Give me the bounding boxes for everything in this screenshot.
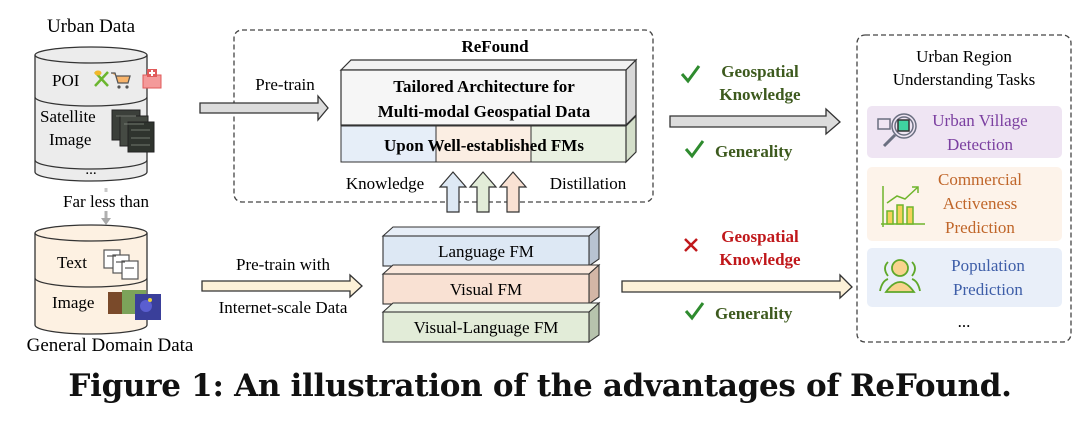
task-urban-village-line2: Detection <box>947 135 1014 154</box>
task-population: Population Prediction <box>867 248 1062 307</box>
check-icon <box>680 65 701 84</box>
tasks-title-line2: Understanding Tasks <box>893 70 1036 89</box>
refound-title: ReFound <box>461 37 529 56</box>
text-label: Text <box>57 253 87 272</box>
photo-stack <box>108 290 161 320</box>
tasks-title-line1: Urban Region <box>916 47 1012 66</box>
bottom-generality-label: Generality <box>715 304 793 323</box>
pretrain-with-label: Pre-train with <box>236 255 330 274</box>
foundation-models-label: Upon Well-established FMs <box>384 136 584 155</box>
up-arrow-visual <box>498 171 528 213</box>
urban-data-ellipsis: ... <box>85 162 96 178</box>
satellite-label-line2: Image <box>49 130 91 149</box>
bottom-geospatial-line2: Knowledge <box>719 250 801 269</box>
visual-fm-block <box>382 273 590 305</box>
pretrain-arrow <box>199 94 329 122</box>
distillation-label: Distillation <box>550 174 627 193</box>
task-population-line1: Population <box>951 256 1025 275</box>
urban-data-title: Urban Data <box>47 16 136 37</box>
visual-language-fm-block <box>382 311 590 343</box>
satellite-label-line1: Satellite <box>40 107 96 126</box>
architecture-line2: Multi-modal Geospatial Data <box>378 102 591 121</box>
internet-scale-label: Internet-scale Data <box>219 298 348 317</box>
task-commercial-activeness: Commercial Activeness Prediction <box>867 167 1062 241</box>
general-data-title: General Domain Data <box>27 335 194 356</box>
pretrain-label: Pre-train <box>255 75 315 94</box>
diagram-canvas: Urban Data POI Satellite Image <box>27 16 1072 356</box>
image-label: Image <box>52 293 94 312</box>
shopping-cart-icon <box>111 72 131 89</box>
visual-fm-label: Visual FM <box>450 280 522 299</box>
pretrain-internet-arrow <box>201 273 363 299</box>
up-arrow-language <box>438 171 468 213</box>
bar-chart-trend-icon <box>881 186 925 227</box>
general-data-cylinder: Text Image <box>34 224 161 335</box>
language-fm-block <box>382 235 590 267</box>
task-urban-village-line1: Urban Village <box>932 111 1027 130</box>
architecture-line1: Tailored Architecture for <box>393 77 575 96</box>
documents-icon <box>103 249 139 280</box>
distillation-arrows <box>438 171 528 213</box>
task-population-line2: Prediction <box>953 280 1023 299</box>
users-icon <box>879 259 921 293</box>
top-generality-label: Generality <box>715 142 793 161</box>
top-output-arrow <box>669 107 841 136</box>
knowledge-label: Knowledge <box>346 174 424 193</box>
refound-box <box>233 29 654 203</box>
bottom-output-arrow <box>621 273 853 300</box>
top-geospatial-line1: Geospatial <box>721 62 799 81</box>
tasks-ellipsis: ... <box>958 312 971 331</box>
task-urban-village: Urban Village Detection <box>867 106 1062 158</box>
task-commercial-line1: Commercial <box>938 170 1022 189</box>
hospital-icon <box>142 69 162 89</box>
utensils-icon <box>94 70 109 87</box>
fm-stack: Language FM Visual FM Visual-Language FM <box>381 225 601 344</box>
up-arrow-vision-language <box>468 171 498 213</box>
check-icon <box>684 302 705 321</box>
magnifier-building-icon <box>877 113 917 148</box>
bottom-geospatial-line1: Geospatial <box>721 227 799 246</box>
cross-icon <box>684 238 698 252</box>
satellite-image-stack <box>111 109 155 153</box>
task-commercial-line2: Activeness <box>943 194 1018 213</box>
refound-architecture-block: Tailored Architecture for Multi-modal Ge… <box>339 58 638 164</box>
urban-data-cylinder: Urban Data POI Satellite Image <box>34 16 162 182</box>
far-less-than-label: Far less than <box>63 192 149 211</box>
poi-label: POI <box>52 71 80 90</box>
check-icon <box>684 140 705 159</box>
figure-caption: Figure 1: An illustration of the advanta… <box>68 368 1012 404</box>
tasks-box <box>856 34 1072 343</box>
visual-language-fm-label: Visual-Language FM <box>414 318 559 337</box>
language-fm-label: Language FM <box>438 242 534 261</box>
down-arrow-icon <box>101 211 111 225</box>
top-geospatial-line2: Knowledge <box>719 85 801 104</box>
task-commercial-line3: Prediction <box>945 218 1015 237</box>
